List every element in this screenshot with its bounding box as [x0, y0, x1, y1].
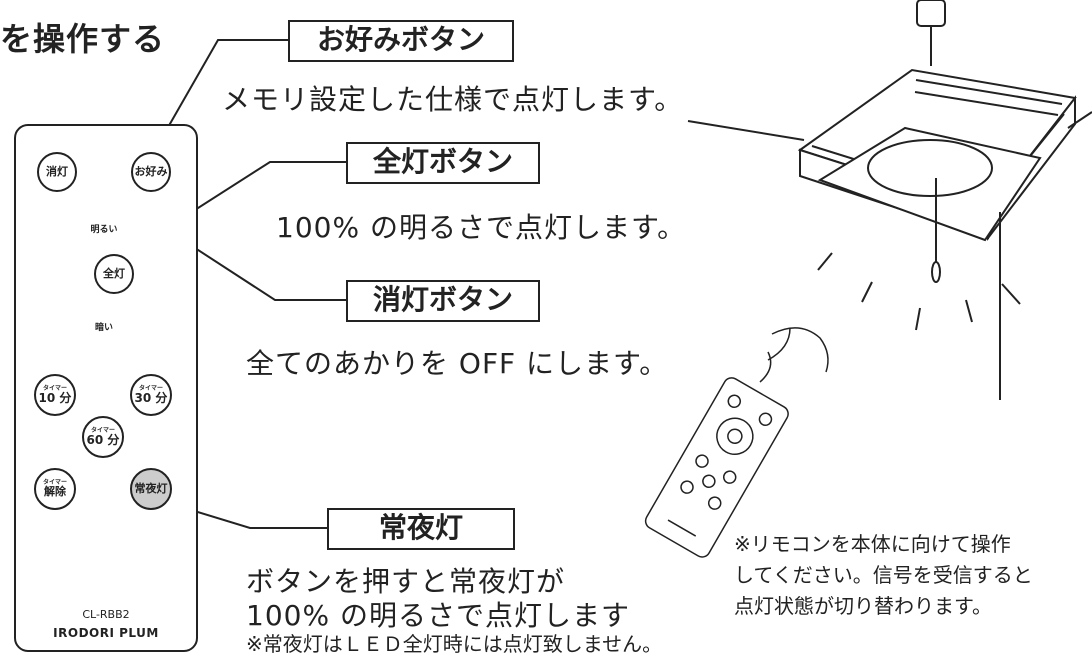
remote-favorite-label: お好み: [134, 165, 168, 179]
page-heading: を操作する: [0, 20, 166, 58]
timer-30-label: 30 分: [134, 390, 168, 405]
remote-off-button[interactable]: 消灯: [37, 152, 77, 192]
joyato-label: 常夜灯: [327, 508, 515, 550]
timer-cancel-label: 解除: [44, 485, 66, 499]
remote-timer-cancel-button[interactable]: タイマー 解除: [34, 468, 76, 510]
remote-timer-30-button[interactable]: タイマー 30 分: [130, 374, 172, 416]
remote-control: 消灯 お好み 明るい 全灯 暗い タイマー 10 分 タイマー 30 分 タイマ…: [14, 124, 198, 652]
lamp-leader-left: [687, 120, 805, 141]
timer-10-label: 10 分: [38, 390, 72, 405]
remote-timer-60-button[interactable]: タイマー 60 分: [82, 416, 124, 458]
timer-caption: タイマー: [42, 384, 67, 392]
remote-timer-10-button[interactable]: タイマー 10 分: [34, 374, 76, 416]
timer-caption: タイマー: [138, 384, 163, 392]
remote-favorite-button[interactable]: お好み: [131, 152, 171, 192]
joyato-note: ※常夜灯はＬＥＤ全灯時には点灯致しません。: [246, 632, 663, 656]
okonomi-button-label: お好みボタン: [288, 20, 514, 62]
remote-nightlight-button[interactable]: 常夜灯: [130, 468, 172, 510]
remote-model-number: CL-RBB2: [82, 608, 130, 621]
okonomi-description: メモリ設定した仕様で点灯します。: [222, 83, 684, 116]
remote-nightlight-label: 常夜灯: [134, 482, 168, 496]
small-remote-illustration: [644, 377, 789, 558]
okonomi-leader-line: [154, 39, 288, 151]
remote-full-light-button[interactable]: 全灯: [94, 254, 134, 294]
light-rays-icon: [817, 252, 1021, 331]
remote-note-line1: ※リモコンを本体に向けて操作: [734, 532, 1011, 556]
shoto-description: 全てのあかりを OFF にします。: [246, 347, 669, 380]
joyato-description-line1: ボタンを押すと常夜灯が: [246, 565, 566, 598]
zento-description: 100% の明るさで点灯します。: [276, 211, 687, 244]
lamp-leader-right: [1067, 111, 1092, 129]
timer-caption: タイマー: [42, 479, 67, 487]
timer-caption: タイマー: [90, 426, 115, 434]
signal-wave-icon: [759, 327, 829, 383]
remote-note-line2: してください。信号を受信すると: [734, 563, 1033, 587]
timer-60-label: 60 分: [86, 432, 120, 447]
zento-button-label: 全灯ボタン: [346, 142, 540, 184]
remote-bright-label: 明るい: [90, 225, 118, 235]
remote-full-light-label: 全灯: [103, 267, 125, 281]
shoto-button-label: 消灯ボタン: [346, 280, 540, 322]
remote-dark-label: 暗い: [94, 323, 113, 333]
ceiling-lamp-illustration: [797, 0, 1077, 283]
remote-note-line3: 点灯状態が切り替わります。: [734, 594, 992, 618]
remote-brand-logo: IRODORI PLUM: [53, 626, 159, 640]
remote-off-label: 消灯: [46, 165, 68, 179]
joyato-description-line2: 100% の明るさで点灯します: [246, 599, 630, 632]
